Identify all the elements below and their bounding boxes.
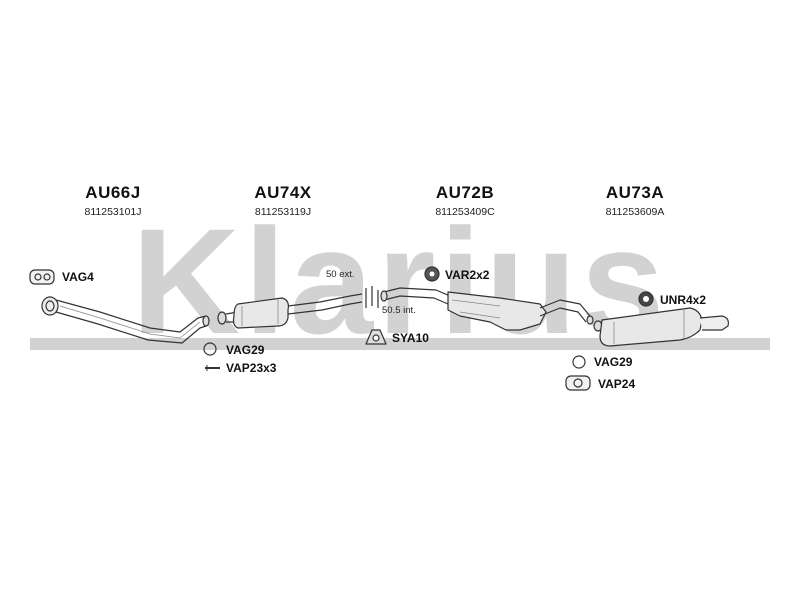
accessory-vap24-label: VAP24	[598, 377, 636, 391]
part-ref-4: 811253609A	[605, 206, 665, 218]
ring-vag29-right-icon	[572, 355, 586, 369]
gasket-vap24-icon	[565, 375, 591, 391]
accessory-sya10-label: SYA10	[392, 331, 429, 345]
accessory-unr4x2-label: UNR4x2	[660, 293, 707, 307]
dimension-ext-note: 50 ext.	[326, 269, 355, 280]
ring-vag29-left-icon	[203, 342, 217, 356]
part-code-4: AU73A	[605, 183, 665, 202]
middle-silencer-drawing	[380, 287, 594, 331]
rubber-unr4x2-icon	[638, 291, 654, 307]
accessory-var2x2-label: VAR2x2	[445, 268, 490, 282]
accessory-vap23x3-label: VAP23x3	[226, 361, 277, 375]
accessory-vag4-label: VAG4	[62, 270, 94, 284]
rubber-var2x2-icon	[424, 266, 440, 282]
pipe-joint-clamps	[365, 286, 379, 308]
gasket-vag4-icon	[29, 269, 55, 285]
part-ref-2: 811253119J	[254, 206, 312, 218]
accessory-vag29-right-label: VAG29	[594, 355, 633, 369]
rear-silencer-drawing	[593, 307, 729, 347]
dimension-int-note: 50.5 int.	[382, 305, 416, 316]
part-ref-3: 811253409C	[435, 206, 495, 218]
centre-silencer-drawing	[217, 293, 363, 329]
part-code-1: AU66J	[85, 183, 141, 202]
mount-sya10-icon	[365, 329, 387, 345]
part-code-2: AU74X	[254, 183, 312, 202]
accessory-vag29-left-label: VAG29	[226, 343, 265, 357]
part-code-3: AU72B	[435, 183, 495, 202]
klarius-watermark-logo: Klarius	[30, 215, 770, 365]
bolt-vap23x3-icon	[205, 365, 220, 371]
svg-text:Klarius: Klarius	[132, 215, 669, 365]
part-ref-1: 811253101J	[84, 206, 142, 218]
front-pipe-drawing	[41, 296, 210, 344]
